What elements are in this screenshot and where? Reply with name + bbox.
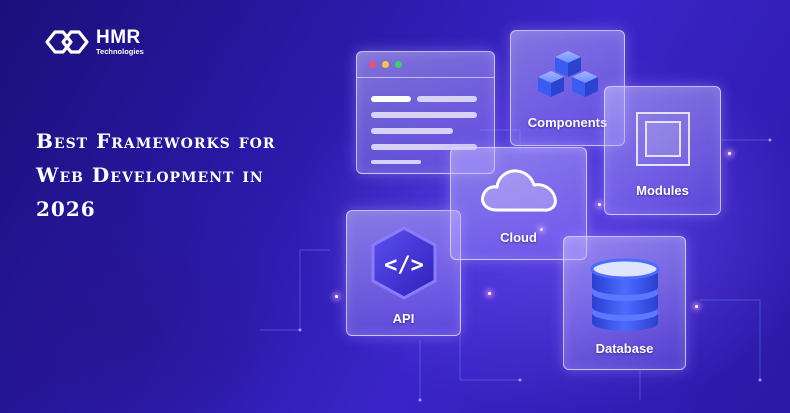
database-icon — [590, 258, 660, 331]
browser-window-dots — [369, 61, 402, 68]
sparkle — [728, 152, 731, 155]
brand-name: HMR — [96, 27, 141, 49]
yellow-dot-icon — [382, 61, 389, 68]
text-line — [371, 128, 453, 134]
modules-label: Modules — [636, 183, 689, 198]
red-dot-icon — [369, 61, 376, 68]
headline-line-3: 2026 — [36, 197, 96, 221]
cloud-label: Cloud — [500, 230, 537, 245]
headline-line-1: Best Frameworks for — [36, 129, 276, 153]
components-label: Components — [527, 115, 608, 130]
browser-divider — [357, 77, 494, 78]
browser-card — [356, 51, 495, 174]
sparkle — [488, 292, 491, 295]
database-card: Database — [563, 236, 686, 370]
sparkle — [335, 295, 338, 298]
code-brackets-icon: </> — [371, 226, 437, 300]
text-line — [371, 112, 477, 118]
chain-link-logo-icon — [45, 30, 89, 54]
page-title: Best Frameworks for Web Development in 2… — [36, 124, 336, 226]
brand-subtitle: Technologies — [96, 47, 144, 57]
text-line — [371, 160, 421, 164]
text-line — [371, 96, 411, 102]
modules-card: Modules — [604, 86, 721, 215]
api-card: </> API — [346, 210, 461, 336]
text-line — [371, 144, 477, 150]
green-dot-icon — [395, 61, 402, 68]
api-label: API — [392, 311, 415, 326]
nested-squares-icon — [636, 112, 690, 166]
headline-line-2: Web Development in — [36, 163, 264, 187]
sparkle — [695, 305, 698, 308]
database-label: Database — [595, 341, 654, 356]
cloud-icon — [481, 169, 557, 212]
sparkle — [598, 203, 601, 206]
code-glyph: </> — [384, 253, 424, 278]
cubes-icon — [538, 51, 598, 97]
brand-logo: HMR Technologies — [44, 26, 144, 58]
text-line — [417, 96, 477, 102]
